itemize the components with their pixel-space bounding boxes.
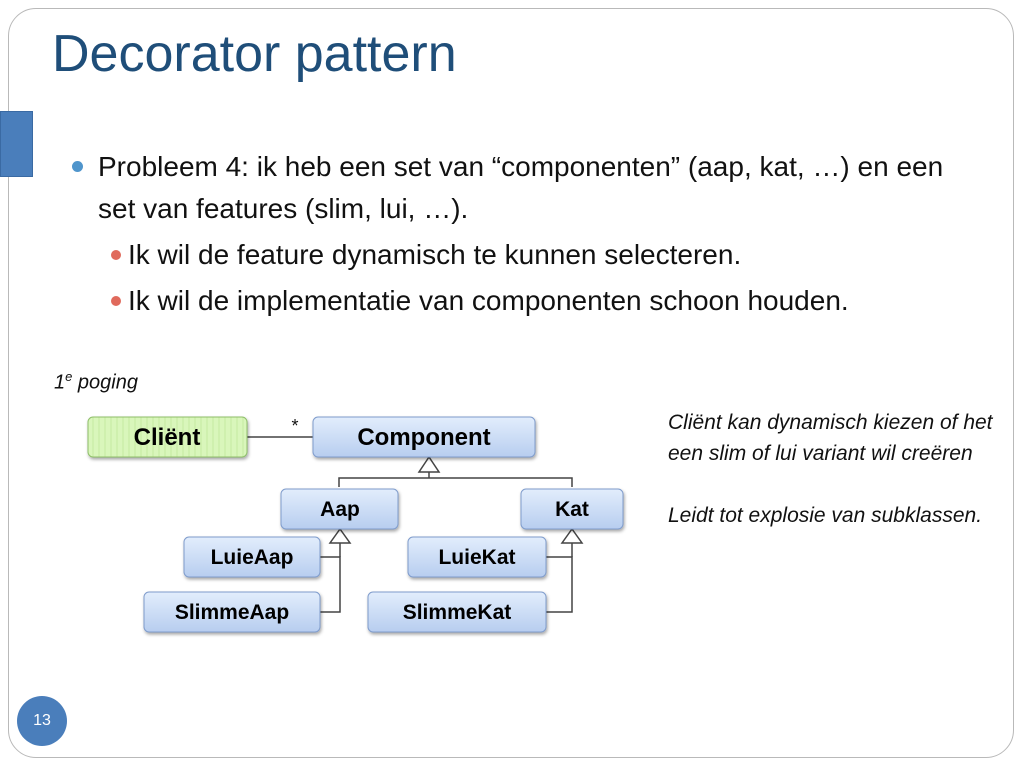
inheritance-arrow-component xyxy=(417,455,441,473)
svg-text:Aap: Aap xyxy=(320,498,360,521)
class-slimmekat: SlimmeKat xyxy=(367,591,547,633)
svg-text:Cliënt: Cliënt xyxy=(134,424,201,451)
svg-text:Kat: Kat xyxy=(555,498,589,521)
slide-title: Decorator pattern xyxy=(52,25,457,83)
class-kat: Kat xyxy=(520,488,624,530)
inheritance-arrow-aap xyxy=(328,527,352,544)
class-luiekat: LuieKat xyxy=(407,536,547,578)
side-accent-bar xyxy=(0,111,33,177)
inheritance-line-component xyxy=(338,477,573,487)
page-number-badge: 13 xyxy=(17,696,67,746)
class-aap: Aap xyxy=(280,488,399,530)
sub-bullet-clean: Ik wil de implementatie van componenten … xyxy=(111,280,980,322)
svg-text:SlimmeKat: SlimmeKat xyxy=(403,601,512,624)
class-component: Component xyxy=(312,416,536,458)
side-note-dynamic: Cliënt kan dynamisch kiezen of het een s… xyxy=(668,411,993,465)
svg-text:Component: Component xyxy=(357,424,490,451)
multiplicity-label: * xyxy=(291,416,298,436)
side-note: Cliënt kan dynamisch kiezen of het een s… xyxy=(668,407,998,531)
class-slimmeaap: SlimmeAap xyxy=(143,591,321,633)
inheritance-arrow-kat xyxy=(560,527,584,544)
svg-text:LuieKat: LuieKat xyxy=(438,546,515,569)
inheritance-line-kat xyxy=(546,556,573,613)
svg-text:SlimmeAap: SlimmeAap xyxy=(175,601,289,624)
bullet-problem: Probleem 4: ik heb een set van “componen… xyxy=(70,146,980,230)
slide-frame xyxy=(8,8,1014,758)
bullet-list: Probleem 4: ik heb een set van “componen… xyxy=(70,146,980,322)
class-luieaap: LuieAap xyxy=(183,536,321,578)
svg-text:LuieAap: LuieAap xyxy=(211,546,294,569)
class-client: Cliënt xyxy=(87,416,248,458)
inheritance-line-aap xyxy=(320,556,341,613)
sub-bullet-dynamic: Ik wil de feature dynamisch te kunnen se… xyxy=(111,234,980,276)
side-note-explosion: Leidt tot explosie van subklassen. xyxy=(668,504,983,527)
attempt-label: 1e poging xyxy=(54,369,138,394)
